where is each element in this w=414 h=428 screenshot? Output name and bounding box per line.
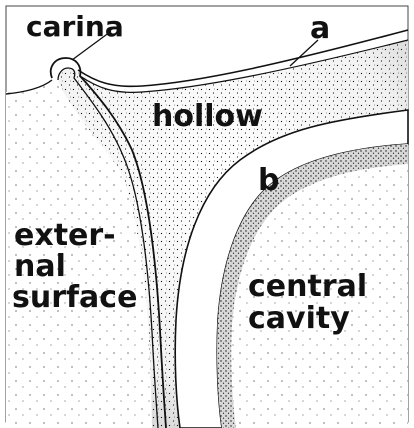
label-external-surface-line1: exter- bbox=[14, 218, 116, 253]
label-carina: carina bbox=[26, 10, 124, 43]
label-central-cavity-line1: central bbox=[248, 269, 367, 304]
label-central-cavity-line2: cavity bbox=[248, 301, 350, 336]
label-a: a bbox=[310, 11, 330, 46]
label-external-surface-line3: surface bbox=[12, 280, 137, 315]
label-b: b bbox=[258, 163, 279, 198]
label-hollow: hollow bbox=[152, 99, 263, 134]
label-external-surface-line2: nal bbox=[14, 249, 66, 284]
